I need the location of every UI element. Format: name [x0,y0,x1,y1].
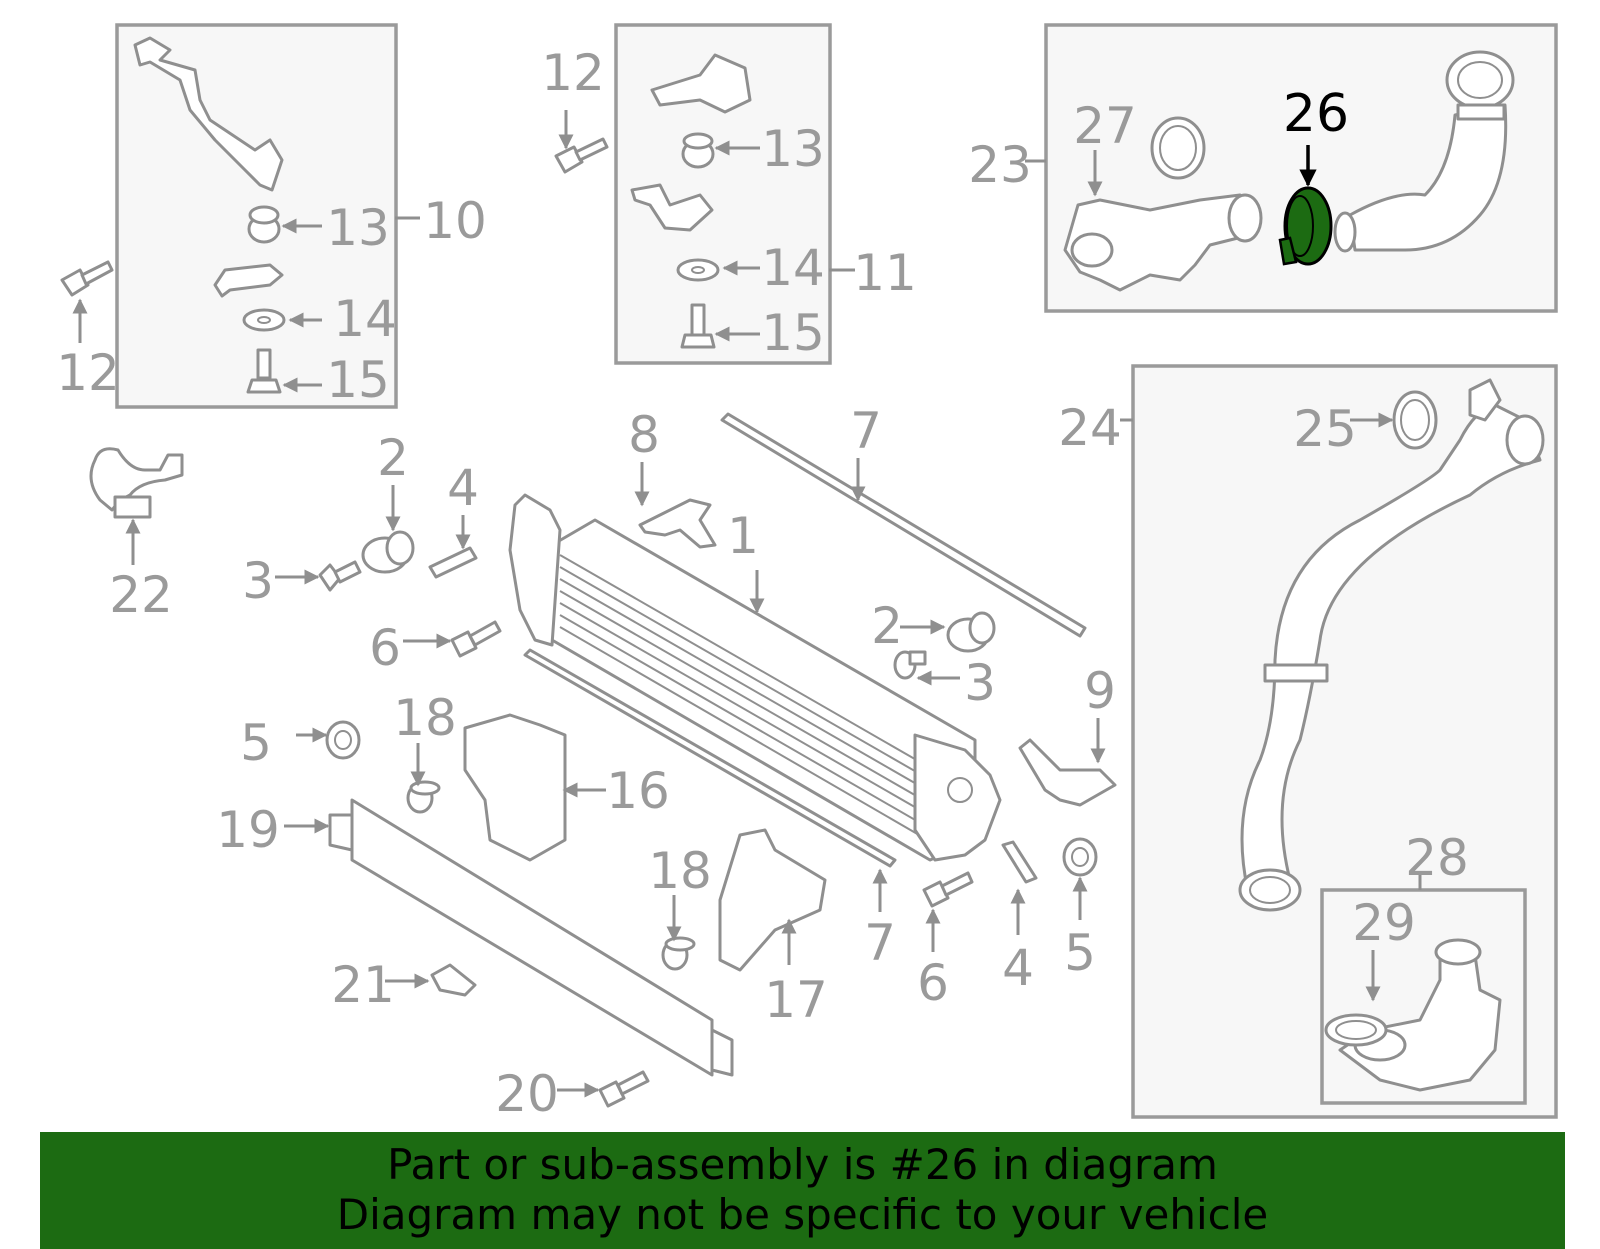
bracket-part [1018,738,1117,807]
intercooler-part [508,493,1002,862]
bolt-part [246,348,282,394]
banner-line-part-number: Part or sub-assembly is #26 in diagram [387,1140,1218,1189]
callout-4: 4 [1002,939,1034,997]
clip-part [630,183,714,232]
wiring-connector-part [89,447,184,519]
callout-12: 12 [541,44,605,102]
seal-strip-part [523,648,897,868]
o-ring-part [1392,390,1438,450]
callout-13: 13 [326,199,390,257]
callout-17: 17 [764,971,828,1029]
washer-part [676,258,720,282]
callout-29: 29 [1352,894,1416,952]
stud-part [428,546,478,579]
callout-15: 15 [761,304,825,362]
callout-18: 18 [648,842,712,900]
callout-3: 3 [242,552,274,610]
bracket-part [133,36,284,192]
seal-part [1324,1013,1388,1047]
callout-13: 13 [761,120,825,178]
callout-4: 4 [447,459,479,517]
callout-21: 21 [331,956,395,1014]
grommet-part [681,132,715,169]
intake-hose-part [1333,50,1515,253]
callout-26-highlighted: 26 [1283,84,1349,144]
callout-23: 23 [968,136,1032,194]
air-deflector-part [718,828,827,972]
bolt-part [554,137,609,174]
nut-part [1062,837,1098,877]
intake-pipe-part [1063,193,1263,292]
bracket-part [638,498,717,549]
callout-5: 5 [1064,924,1096,982]
push-pin-part [406,780,441,814]
callout-7: 7 [864,914,896,972]
grommet-part [247,205,281,244]
callout-19: 19 [216,801,280,859]
callout-14: 14 [333,290,397,348]
callout-18: 18 [393,689,457,747]
hose-clamp-part-highlighted [1278,186,1333,266]
pin-part [318,560,362,592]
clip-part [430,963,477,997]
callout-9: 9 [1084,662,1116,720]
bolt-part [598,1070,650,1108]
info-banner: Part or sub-assembly is #26 in diagram D… [40,1132,1565,1249]
bolt-part [60,260,114,297]
callout-14: 14 [761,239,825,297]
clip-part [213,263,284,298]
bolt-part [922,871,974,908]
o-ring-part [1150,116,1206,180]
callout-1: 1 [727,507,759,565]
callout-28: 28 [1405,829,1469,887]
callout-16: 16 [606,762,670,820]
callout-6: 6 [369,619,401,677]
seal-strip-part [720,412,1087,638]
outlet-tube-part [1238,378,1545,912]
bolt-part [680,303,716,349]
grommet-part [361,530,415,574]
callout-10: 10 [423,192,487,250]
callout-11: 11 [853,244,917,302]
push-pin-part [661,936,696,971]
callout-27: 27 [1073,97,1137,155]
callout-2: 2 [377,429,409,487]
callout-6: 6 [917,954,949,1012]
grommet-part [946,611,996,653]
callout-3: 3 [964,654,996,712]
callout-22: 22 [109,566,173,624]
air-deflector-part [463,713,567,862]
callout-15: 15 [326,351,390,409]
callout-8: 8 [628,406,660,464]
callout-25: 25 [1293,400,1357,458]
callout-12: 12 [56,344,120,402]
stud-part [1001,840,1038,884]
callout-5: 5 [240,714,272,772]
shield-panel-part [328,798,734,1077]
nut-part [325,720,361,760]
pin-part [893,650,927,680]
callout-labels: 1 2 2 3 3 4 4 5 5 6 6 7 7 8 9 10 11 12 1… [56,44,1469,1123]
callout-2: 2 [871,597,903,655]
leader-lines [72,110,1422,1098]
banner-line-disclaimer: Diagram may not be specific to your vehi… [336,1190,1269,1239]
callout-24: 24 [1058,399,1122,457]
bolt-part [450,620,502,658]
callout-20: 20 [495,1065,559,1123]
bracket-part [650,53,752,114]
washer-part [242,308,286,332]
callout-7: 7 [850,402,882,460]
